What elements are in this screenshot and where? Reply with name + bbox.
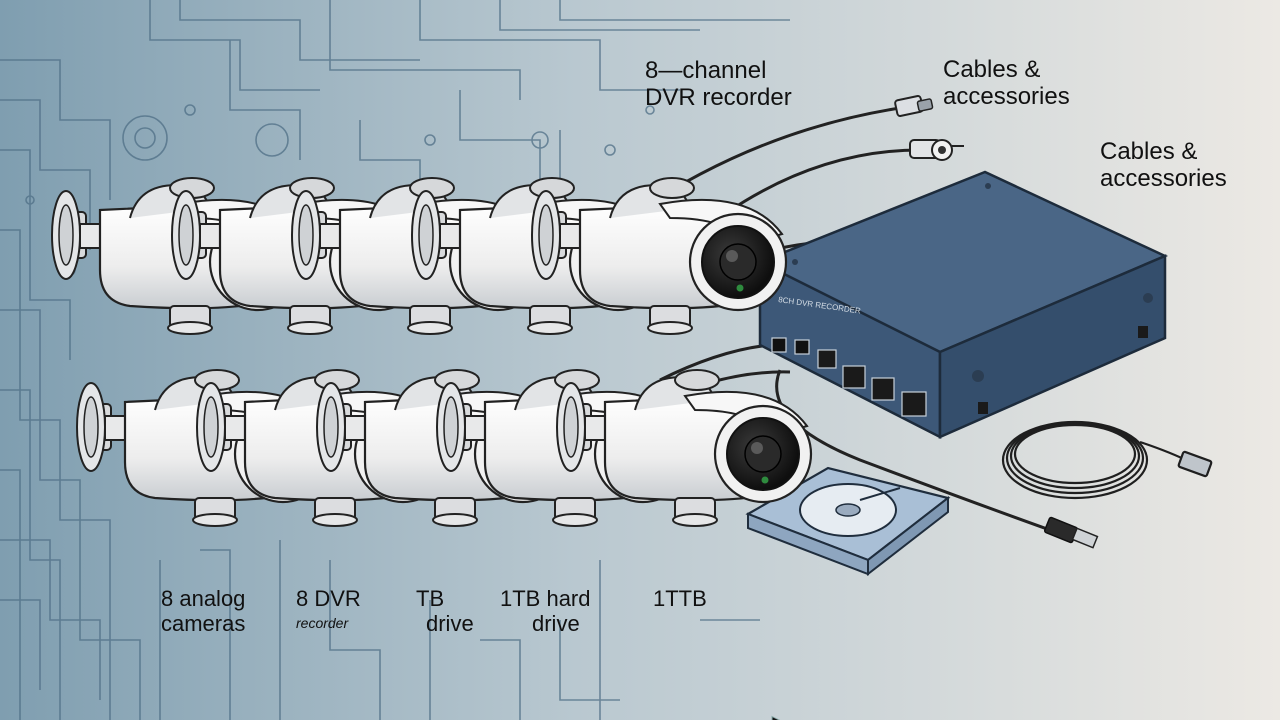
hard-drive (745, 466, 951, 577)
label-dvr-bottom: 8 DVR recorder (296, 586, 361, 631)
label-analog-cameras: 8 analog cameras (161, 586, 246, 636)
label-cables-top: Cables & accessories (943, 56, 1070, 110)
round-cable-coil (1001, 420, 1213, 500)
usb-plug-icon (1043, 516, 1099, 549)
round-connector-icon (909, 139, 964, 161)
dvr-recorder (756, 170, 1169, 720)
label-hard-drive: 1TB hard drive (500, 586, 591, 636)
label-tb-drive: TB drive (416, 586, 474, 636)
label-dvr-recorder-title: 8—channel DVR recorder (645, 57, 792, 111)
label-cables-right: Cables & accessories (1100, 138, 1227, 192)
circuit-pattern (0, 0, 790, 720)
dvr-ports (771, 337, 927, 417)
top-connector-icon (894, 95, 934, 117)
label-one-tb: 1TTB (653, 586, 707, 611)
